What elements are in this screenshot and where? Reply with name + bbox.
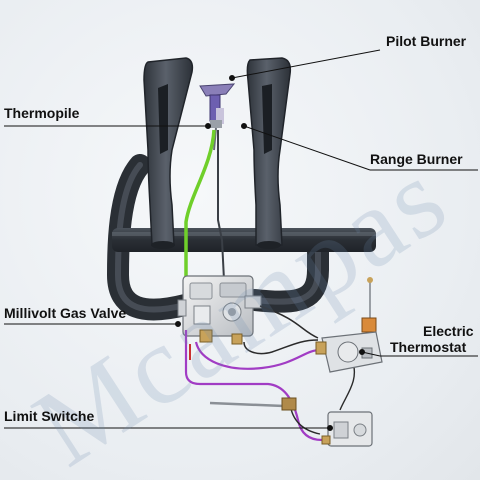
label-limit-switch: Limit Switche	[4, 409, 94, 423]
label-pilot-burner: Pilot Burner	[386, 34, 466, 48]
label-electric-thermostat-line2: Thermostat	[390, 340, 466, 354]
label-millivolt-gas-valve: Millivolt Gas Valve	[4, 306, 126, 320]
limit-switch-device	[210, 398, 372, 446]
label-range-burner: Range Burner	[370, 152, 463, 166]
electric-thermostat-device	[316, 277, 382, 372]
label-thermopile: Thermopile	[4, 106, 79, 120]
thermopile-lead	[186, 130, 214, 290]
millivolt-gas-valve-body	[178, 276, 261, 344]
pilot-supply-tube	[218, 130, 224, 280]
label-electric-thermostat-line1: Electric	[423, 324, 474, 338]
range-burner-right	[247, 58, 290, 249]
